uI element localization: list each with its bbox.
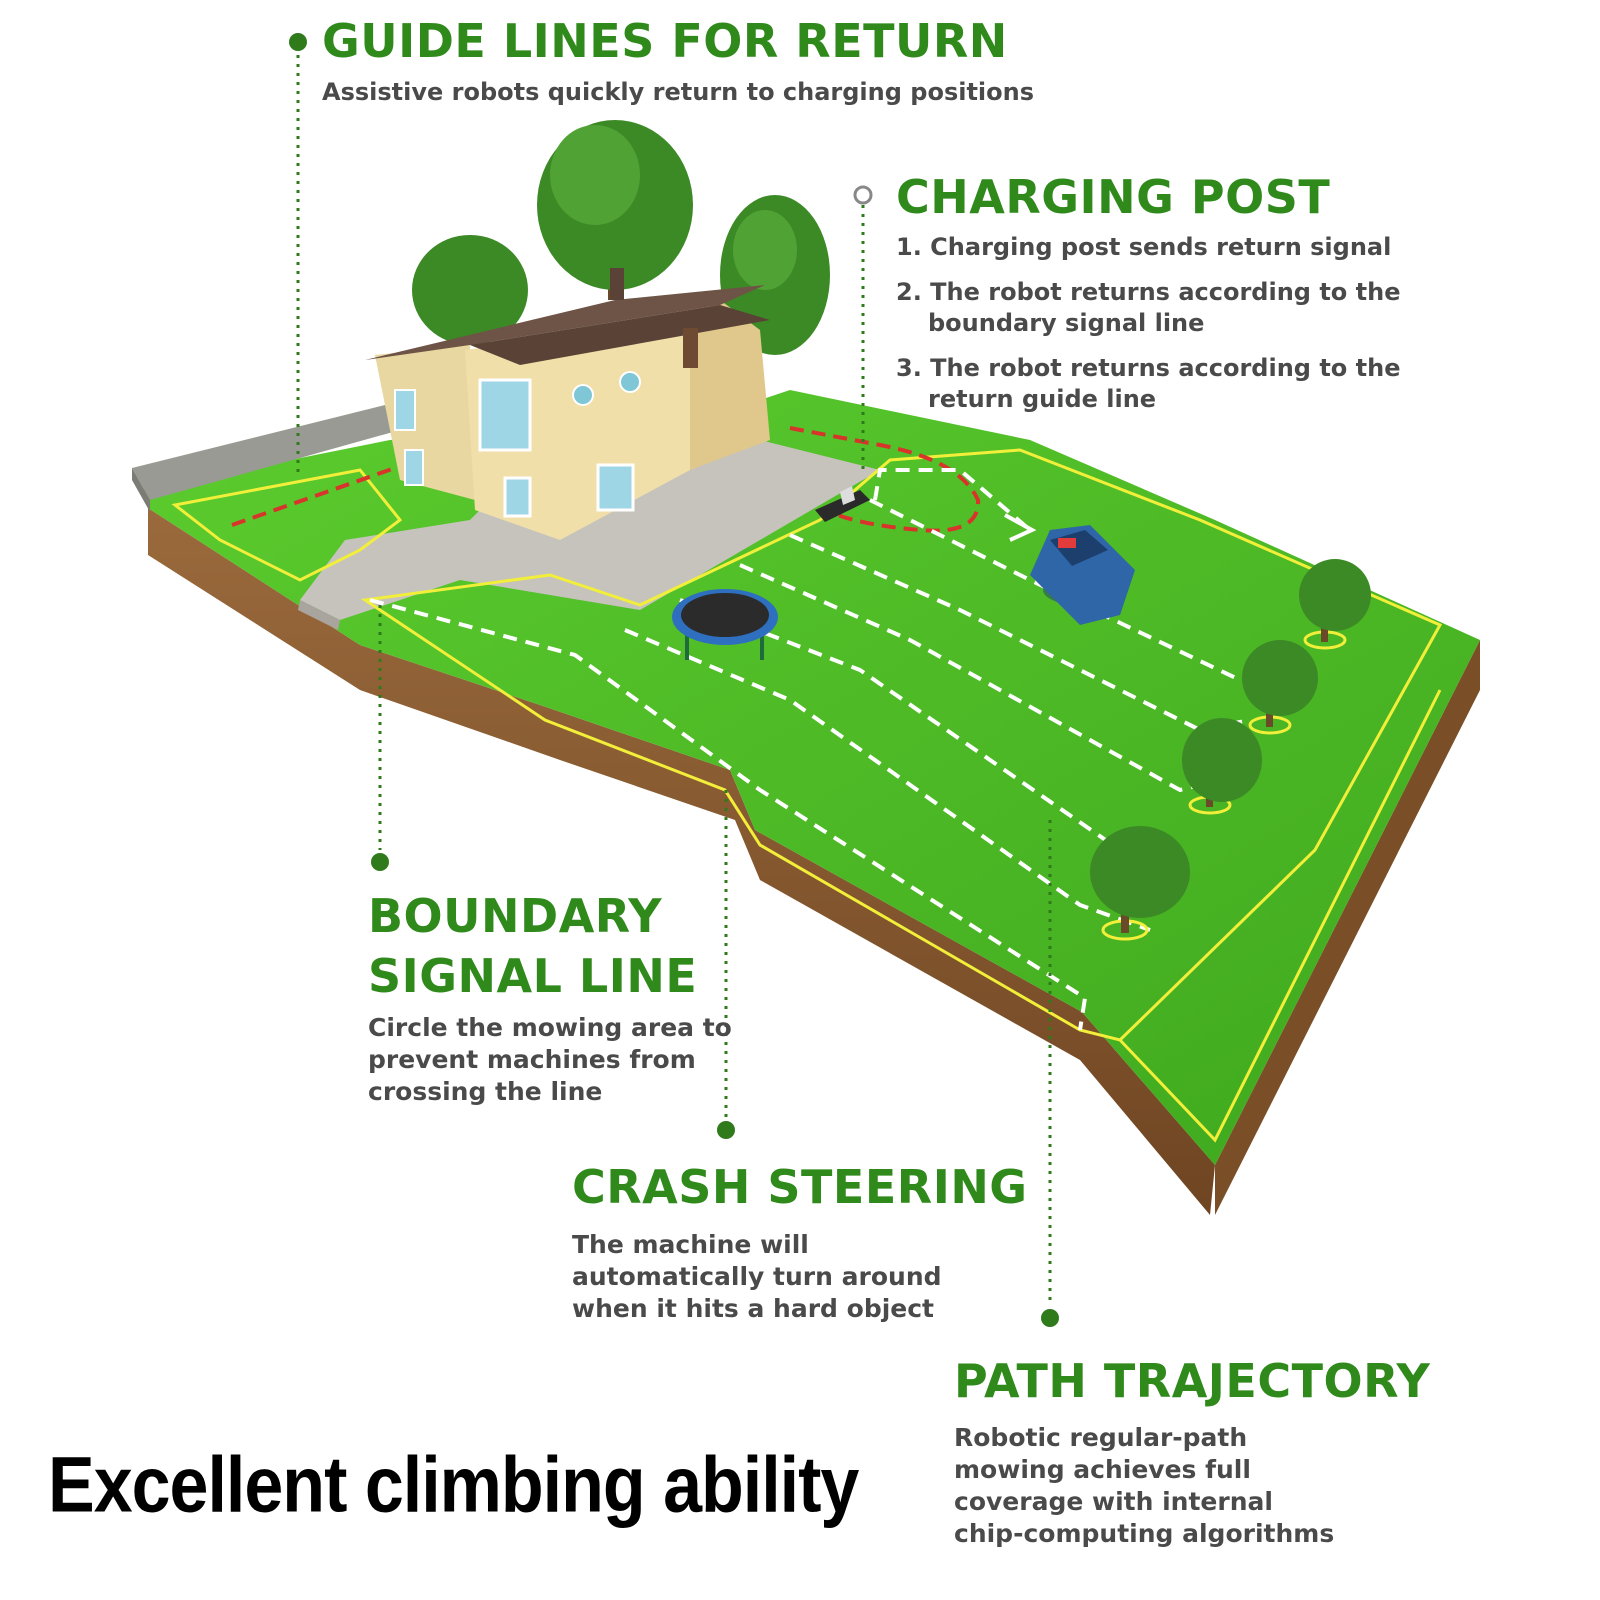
leader-dot-guide	[289, 33, 307, 51]
trampoline	[672, 589, 778, 660]
boundary-title-line2: SIGNAL LINE	[368, 949, 698, 1003]
crash-desc: The machine will automatically turn arou…	[572, 1230, 942, 1323]
boundary-line	[171, 468, 403, 582]
stone-wall	[132, 405, 400, 500]
boundary-line-main	[360, 448, 1443, 1042]
robot-mower	[1030, 525, 1135, 625]
charging-post-list: 1. Charging post sends return signal 2. …	[896, 232, 1400, 429]
caption: Excellent climbing ability	[48, 1441, 859, 1529]
leader-lines	[296, 55, 1052, 1305]
boundary-title: BOUNDARY SIGNAL LINE	[368, 886, 697, 1006]
leader-dot-crash	[717, 1121, 735, 1139]
leader-dot-charging	[853, 185, 873, 205]
path-title: PATH TRAJECTORY	[954, 1354, 1431, 1408]
return-guide-line	[231, 466, 396, 527]
soil-edge	[148, 508, 1215, 1215]
path-desc: Robotic regular-path mowing achieves ful…	[954, 1423, 1335, 1548]
house	[365, 268, 770, 540]
charging-post	[815, 486, 870, 522]
leader-dot-path	[1041, 1309, 1059, 1327]
boundary-title-line1: BOUNDARY	[368, 889, 663, 943]
guide-lines-title: GUIDE LINES FOR RETURN	[322, 14, 1008, 68]
guide-lines-desc: Assistive robots quickly return to charg…	[322, 78, 1035, 106]
patio	[300, 440, 880, 620]
boundary-desc: Circle the mowing area to prevent machin…	[368, 1013, 732, 1106]
crash-title: CRASH STEERING	[572, 1160, 1028, 1214]
list-item: 1. Charging post sends return signal	[896, 233, 1392, 261]
charging-post-title: CHARGING POST	[896, 170, 1331, 224]
direction-arrow	[1004, 513, 1037, 542]
leader-dot-boundary	[371, 853, 389, 871]
edge-trees	[1090, 559, 1371, 941]
soil-edge-right	[1215, 640, 1480, 1215]
